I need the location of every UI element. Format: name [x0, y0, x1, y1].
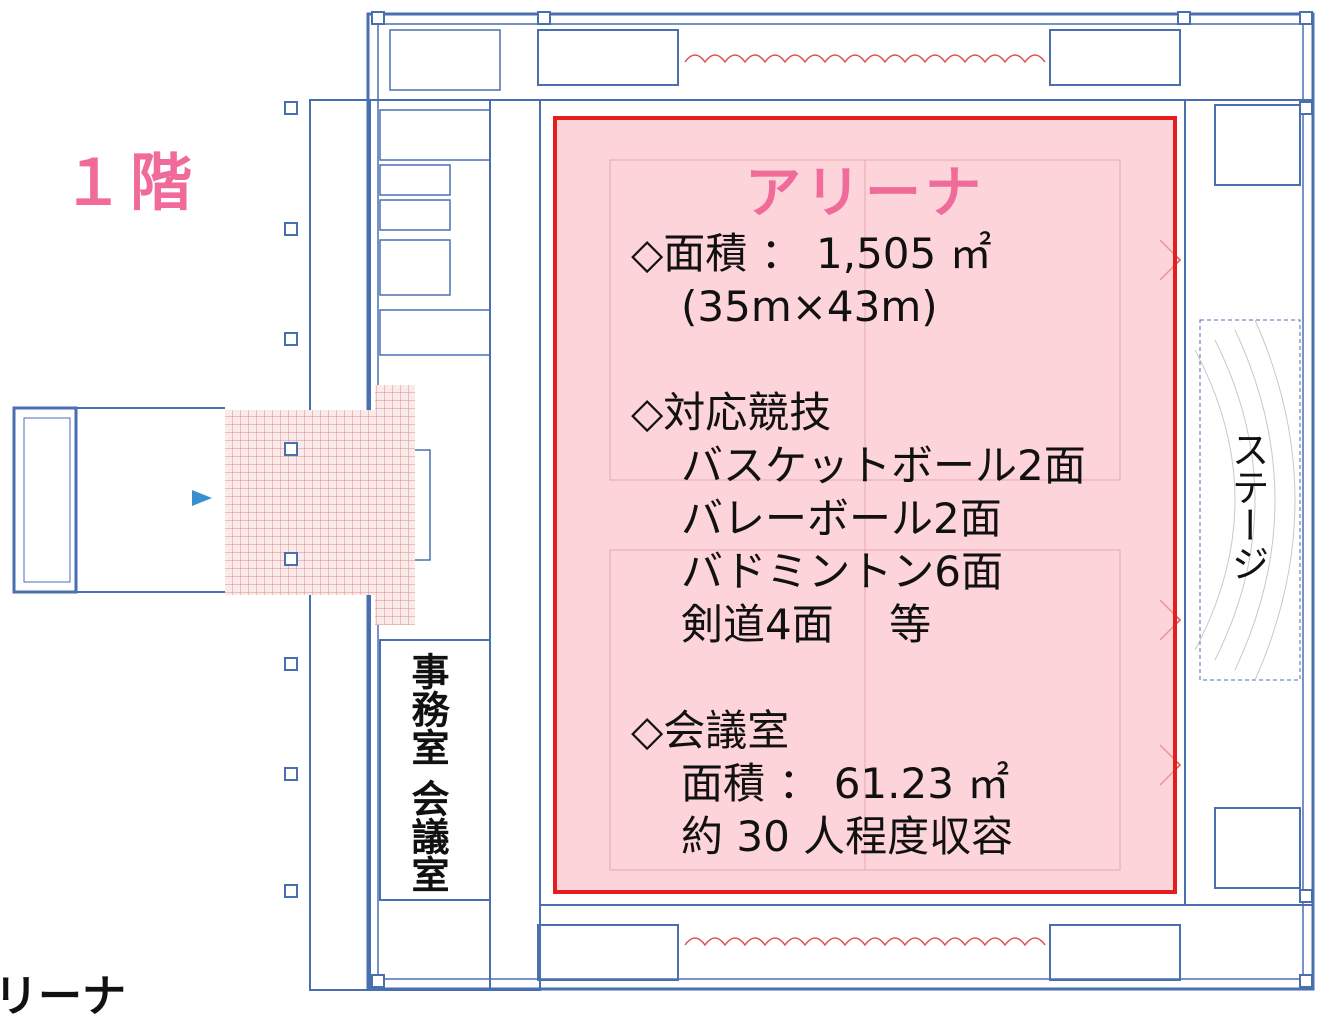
- entrance-hall: [192, 385, 415, 625]
- columns: [284, 11, 1313, 988]
- arena-highlight: アリーナ ◇面積 ： 1,505 ㎡ (35m×43m) ◇対応競技 バスケット…: [553, 116, 1177, 894]
- stage-seating: [1194, 319, 1296, 681]
- stage-label: ステージ: [1225, 430, 1269, 582]
- sport-item: 剣道4面 等: [681, 600, 932, 649]
- meeting-area: 面積 ： 61.23 ㎡: [681, 759, 1010, 808]
- floor-label: １階: [62, 146, 199, 219]
- meeting-capacity: 約 30 人程度収容: [681, 812, 1014, 861]
- meeting-heading: ◇会議室: [631, 706, 790, 755]
- arena-dimensions: (35m×43m): [681, 282, 938, 331]
- arena-title: アリーナ: [745, 161, 985, 226]
- sport-item: バスケットボール2面: [681, 441, 1086, 490]
- floor-plan-drawing: [12, 11, 1315, 991]
- sports-heading: ◇対応競技: [631, 388, 832, 437]
- arena-info: ◇面積 ： 1,505 ㎡ (35m×43m) ◇対応競技 バスケットボール2面…: [631, 227, 1086, 863]
- office-meeting-room-label: 事務室 会議室: [405, 652, 449, 894]
- bottom-caption: リーナ: [0, 971, 126, 1022]
- arena-area: ◇面積 ： 1,505 ㎡: [631, 229, 992, 278]
- sport-item: バレーボール2面: [681, 494, 1002, 543]
- sport-item: バドミントン6面: [681, 547, 1003, 596]
- building-outline: [12, 12, 1315, 991]
